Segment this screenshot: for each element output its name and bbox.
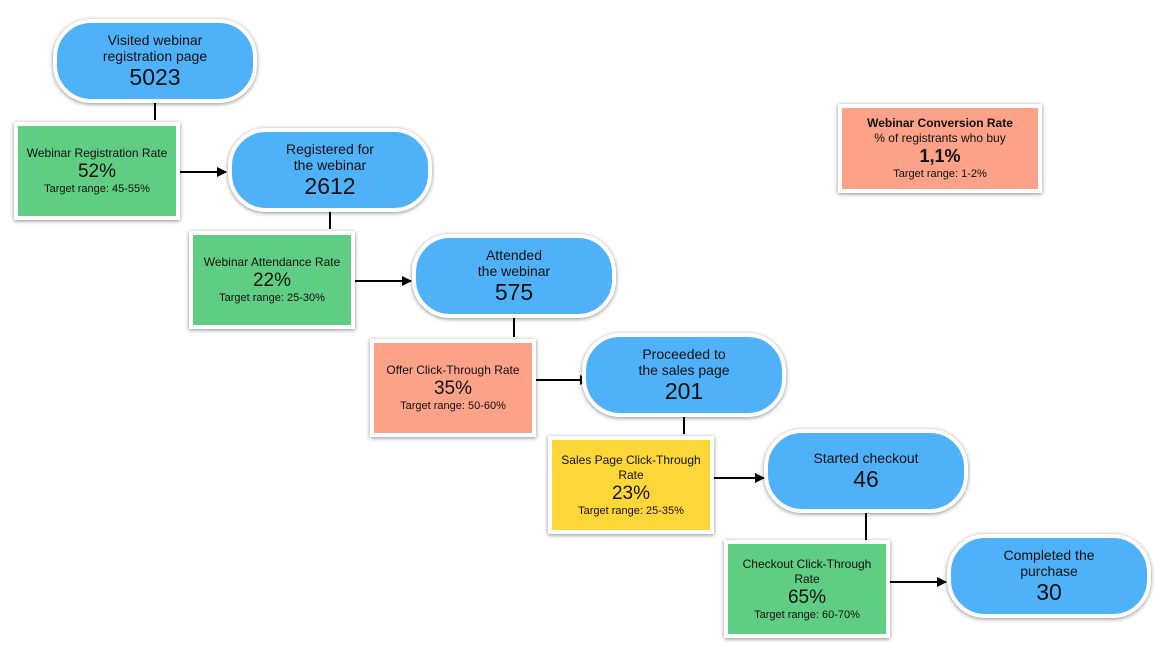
stage-attended: Attended the webinar 575 bbox=[412, 234, 616, 318]
metric-target: Target range: 25-30% bbox=[219, 292, 325, 304]
metric-value: 35% bbox=[433, 378, 473, 399]
stage-label: Started checkout bbox=[813, 450, 919, 466]
stage-count: 5023 bbox=[129, 64, 181, 90]
stage-label: Attended the webinar bbox=[477, 247, 551, 279]
metric-target: Target range: 50-60% bbox=[400, 400, 506, 412]
stage-started-checkout: Started checkout 46 bbox=[764, 429, 968, 513]
metric-attendance-rate: Webinar Attendance Rate 22% Target range… bbox=[189, 231, 355, 329]
stage-count: 2612 bbox=[304, 173, 356, 199]
metric-value: 52% bbox=[77, 161, 117, 182]
metric-name: Webinar Registration Rate bbox=[26, 146, 168, 160]
metric-registration-rate: Webinar Registration Rate 52% Target ran… bbox=[14, 122, 180, 220]
stage-label: Registered for the webinar bbox=[286, 141, 374, 173]
metric-name: Webinar Attendance Rate bbox=[203, 255, 341, 269]
metric-sales-page-click-through-rate: Sales Page Click-Through Rate 23% Target… bbox=[548, 436, 714, 534]
metric-target: Target range: 60-70% bbox=[754, 608, 860, 621]
metric-checkout-click-through-rate: Checkout Click-Through Rate 65% Target r… bbox=[724, 540, 890, 638]
summary-subtitle: % of registrants who buy bbox=[874, 131, 1006, 145]
metric-value: 65% bbox=[787, 586, 827, 608]
summary-webinar-conversion-rate: Webinar Conversion Rate % of registrants… bbox=[838, 104, 1042, 193]
summary-value: 1,1% bbox=[919, 146, 961, 166]
metric-offer-click-through-rate: Offer Click-Through Rate 35% Target rang… bbox=[370, 339, 536, 437]
stage-label: Visited webinar registration page bbox=[102, 32, 208, 64]
metric-name: Checkout Click-Through Rate bbox=[742, 556, 872, 586]
stage-proceeded-sales-page: Proceeded to the sales page 201 bbox=[582, 333, 786, 417]
stage-count: 30 bbox=[1036, 579, 1062, 605]
stage-visited-registration-page: Visited webinar registration page 5023 bbox=[53, 19, 257, 103]
summary-title: Webinar Conversion Rate bbox=[867, 116, 1013, 130]
metric-value: 23% bbox=[611, 482, 651, 504]
metric-name: Sales Page Click-Through Rate bbox=[561, 452, 701, 482]
metric-target: Target range: 25-35% bbox=[578, 504, 684, 517]
metric-name: Offer Click-Through Rate bbox=[386, 363, 520, 377]
stage-completed-purchase: Completed the purchase 30 bbox=[947, 534, 1151, 618]
stage-count: 201 bbox=[664, 378, 704, 404]
metric-target: Target range: 45-55% bbox=[44, 183, 150, 195]
stage-label: Proceeded to the sales page bbox=[638, 346, 730, 378]
stage-count: 46 bbox=[853, 466, 879, 492]
stage-registered: Registered for the webinar 2612 bbox=[228, 128, 432, 212]
summary-target: Target range: 1-2% bbox=[893, 168, 987, 180]
stage-count: 575 bbox=[494, 279, 534, 305]
metric-value: 22% bbox=[252, 270, 292, 291]
stage-label: Completed the purchase bbox=[1003, 547, 1095, 579]
